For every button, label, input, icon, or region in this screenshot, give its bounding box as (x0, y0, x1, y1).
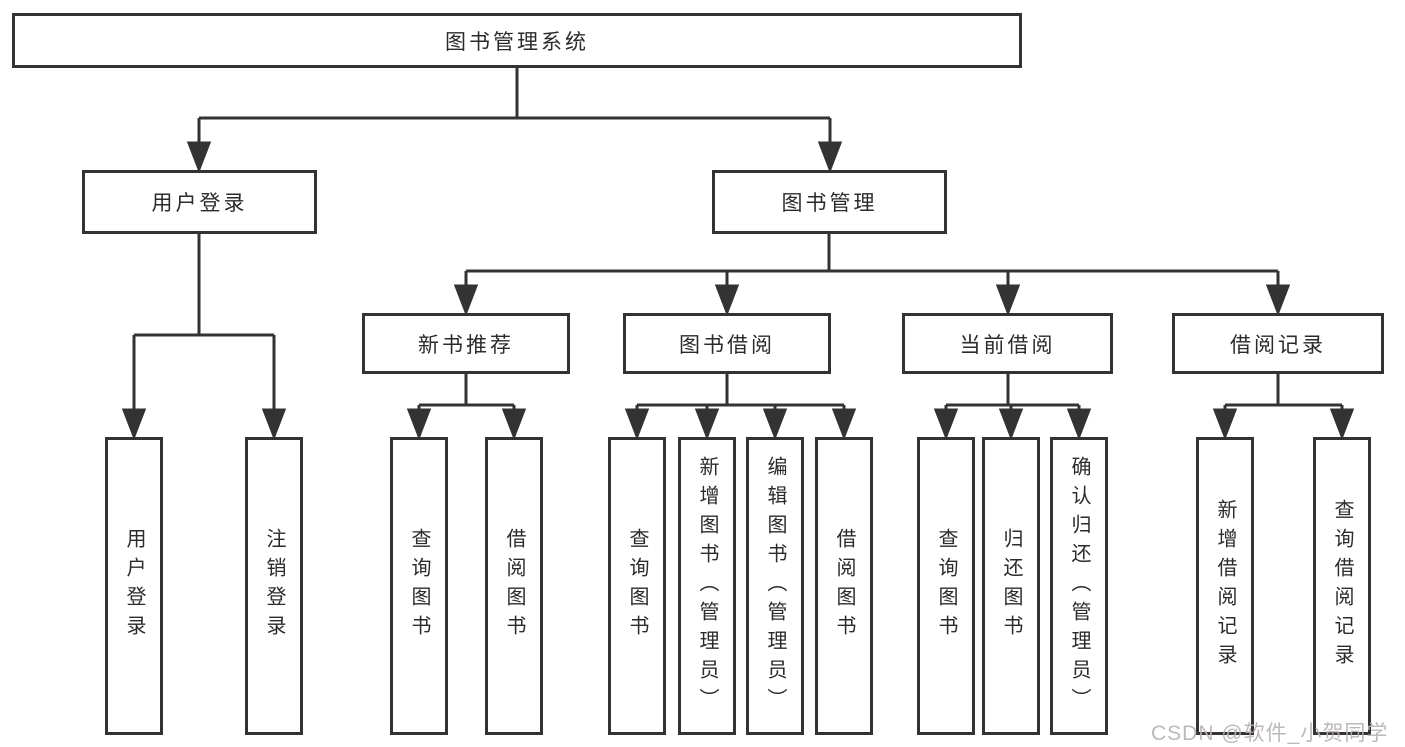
node-book-management: 图书管理 (712, 170, 947, 234)
node-label: 用户登录 (123, 528, 145, 644)
node-leaf-user-login: 用户登录 (105, 437, 163, 735)
node-label: 借阅图书 (503, 528, 525, 644)
connector-root-to-level2 (186, 68, 843, 174)
node-label: 新书推荐 (418, 333, 514, 357)
node-leaf-rec-borrow-book: 借阅图书 (485, 437, 543, 735)
node-label: 图书借阅 (679, 333, 775, 357)
node-label: 查询借阅记录 (1331, 499, 1353, 673)
connector-borrow-records-children (1212, 374, 1355, 441)
node-label: 查询图书 (408, 528, 430, 644)
node-label: 归还图书 (1000, 528, 1022, 644)
node-leaf-logout: 注销登录 (245, 437, 303, 735)
node-leaf-bb-add-book-admin: 新增图书（管理员） (678, 437, 736, 735)
node-leaf-bb-borrow-book: 借阅图书 (815, 437, 873, 735)
connector-book-borrow-children (624, 374, 857, 441)
csdn-watermark: CSDN @软件_小贺同学 (1151, 722, 1389, 745)
node-label: 新增借阅记录 (1214, 499, 1236, 673)
node-leaf-bb-edit-book-admin: 编辑图书（管理员） (746, 437, 804, 735)
connector-new-book-rec-children (406, 374, 527, 441)
node-label: 查询图书 (626, 528, 648, 644)
node-leaf-bb-query-book: 查询图书 (608, 437, 666, 735)
node-borrow-records: 借阅记录 (1172, 313, 1384, 374)
node-leaf-rec-query-book: 查询图书 (390, 437, 448, 735)
node-leaf-cb-return-book: 归还图书 (982, 437, 1040, 735)
node-leaf-br-query-record: 查询借阅记录 (1313, 437, 1371, 735)
node-book-borrow: 图书借阅 (623, 313, 831, 374)
connector-book-mgmt-children (453, 234, 1291, 317)
node-label: 借阅记录 (1230, 333, 1326, 357)
node-user-login: 用户登录 (82, 170, 317, 234)
node-leaf-br-add-record: 新增借阅记录 (1196, 437, 1254, 735)
node-leaf-cb-query-book: 查询图书 (917, 437, 975, 735)
node-label: 查询图书 (935, 528, 957, 644)
connector-user-login-children (121, 234, 287, 441)
node-label: 注销登录 (263, 528, 285, 644)
node-root-library-system: 图书管理系统 (12, 13, 1022, 68)
node-leaf-cb-confirm-return-admin: 确认归还（管理员） (1050, 437, 1108, 735)
node-label: 编辑图书（管理员） (764, 455, 786, 717)
node-label: 新增图书（管理员） (696, 455, 718, 717)
node-label: 借阅图书 (833, 528, 855, 644)
node-label: 当前借阅 (959, 333, 1056, 357)
node-label: 用户登录 (151, 192, 248, 215)
node-label: 确认归还（管理员） (1068, 455, 1090, 717)
node-label: 图书管理系统 (445, 30, 589, 54)
node-label: 图书管理 (781, 192, 878, 215)
connector-current-borrow-children (933, 374, 1092, 441)
node-current-borrow: 当前借阅 (902, 313, 1113, 374)
node-new-book-recommend: 新书推荐 (362, 313, 570, 374)
